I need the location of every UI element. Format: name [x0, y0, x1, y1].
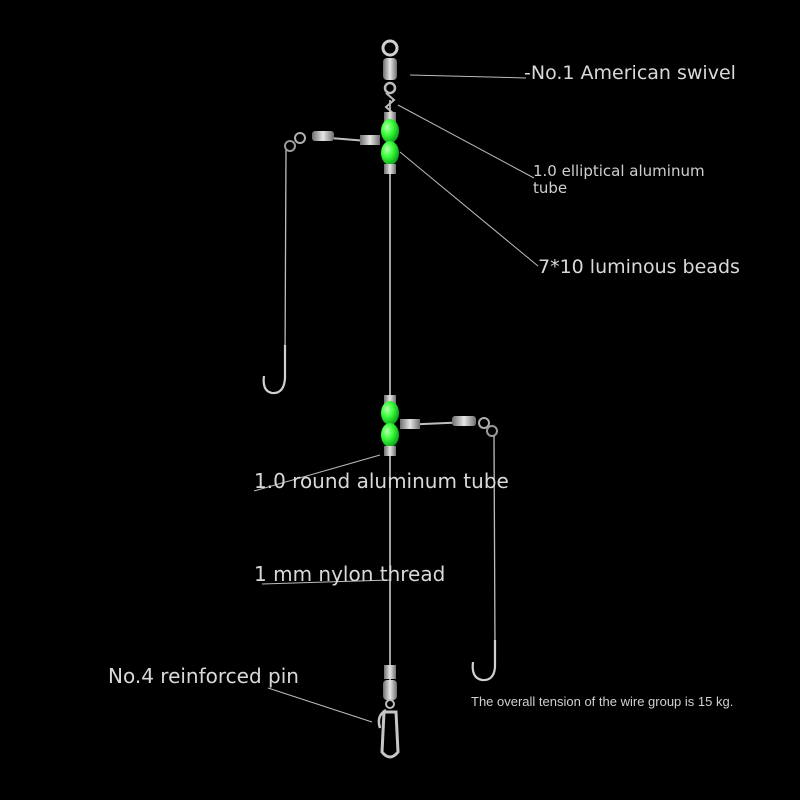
upper-bead-bottom [381, 141, 399, 165]
reinforced-pin [377, 665, 400, 759]
nylon-thread-label: 1 mm nylon thread [254, 562, 446, 586]
lower-bead-bottom [381, 423, 399, 447]
upper-bead-top [381, 119, 399, 143]
elliptical-tube-label-line2: tube [533, 179, 568, 198]
lower-hook [471, 640, 497, 682]
lower-junction [381, 395, 498, 456]
pin-label: No.4 reinforced pin [108, 664, 299, 688]
elliptical-tube-label-line1: 1.0 elliptical aluminum [533, 162, 705, 180]
swivel-label: -No.1 American swivel [524, 62, 736, 84]
upper-junction [284, 112, 399, 174]
upper-hook [262, 345, 287, 395]
lower-dropper-line [493, 435, 496, 651]
upper-dropper-line [284, 149, 287, 361]
pointer-lines [253, 74, 539, 723]
elliptical-tube-label: 1.0 elliptical aluminum tube [533, 162, 705, 198]
beads-label: 7*10 luminous beads [538, 256, 740, 278]
round-tube-label: 1.0 round aluminum tube [254, 469, 509, 493]
tension-note: The overall tension of the wire group is… [471, 694, 734, 709]
american-swivel [381, 39, 399, 115]
lower-bead-top [381, 401, 399, 425]
